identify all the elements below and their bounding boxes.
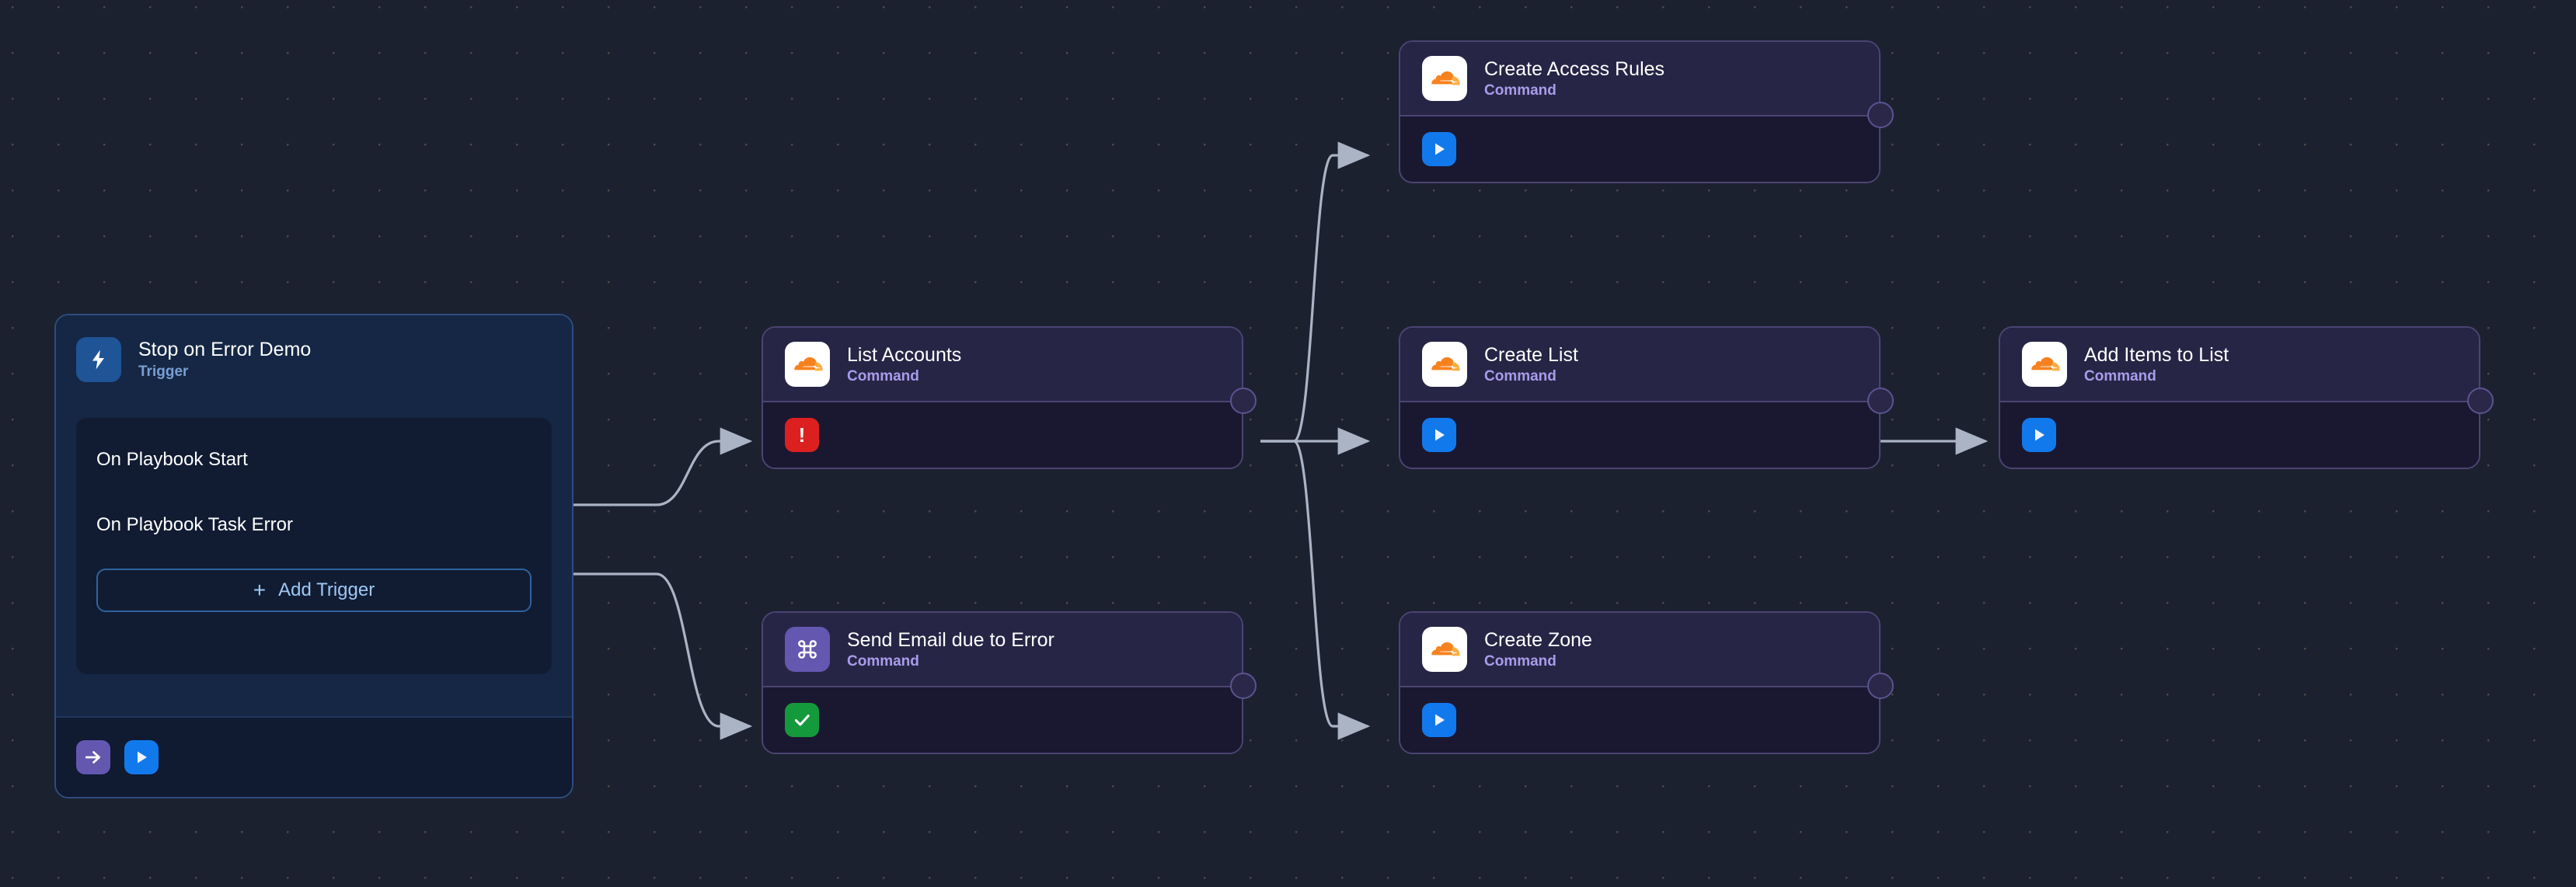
run-button-create-list[interactable] <box>1422 418 1456 452</box>
node-title: Send Email due to Error <box>847 628 1054 651</box>
node-subtitle: Command <box>1484 652 1556 670</box>
node-header: Send Email due to Error Command <box>763 613 1242 687</box>
command-node-list-accounts[interactable]: List Accounts Command ! <box>762 326 1243 469</box>
node-title: Create Access Rules <box>1484 57 1665 80</box>
trigger-node-stop-on-error-demo[interactable]: Stop on Error Demo Trigger On Playbook S… <box>54 314 573 798</box>
node-body <box>763 687 1242 753</box>
trigger-subtitle: Trigger <box>138 363 189 380</box>
command-key-icon <box>785 627 830 672</box>
run-button-create-access-rules[interactable] <box>1422 132 1456 166</box>
node-body: ! <box>763 402 1242 468</box>
command-node-send-email-due-to-error[interactable]: Send Email due to Error Command <box>762 611 1243 754</box>
output-port-list-accounts[interactable] <box>1230 388 1257 414</box>
cloudflare-icon <box>2022 342 2067 387</box>
add-trigger-label: Add Trigger <box>278 579 375 600</box>
node-subtitle: Command <box>1484 82 1556 99</box>
node-title: List Accounts <box>847 343 962 366</box>
cloudflare-icon <box>785 342 830 387</box>
exclamation-icon: ! <box>798 423 806 447</box>
node-title: Create Zone <box>1484 628 1592 651</box>
trigger-item-on-playbook-start[interactable]: On Playbook Start <box>96 449 248 470</box>
error-badge-list-accounts[interactable]: ! <box>785 418 819 452</box>
trigger-item-on-playbook-task-error[interactable]: On Playbook Task Error <box>96 514 293 535</box>
output-port-send-email-due-to-error[interactable] <box>1230 673 1257 699</box>
node-title: Add Items to List <box>2084 343 2229 366</box>
node-subtitle: Command <box>847 367 919 384</box>
output-port-add-items-to-list[interactable] <box>2467 388 2494 414</box>
node-header: Add Items to List Command <box>2000 328 2479 402</box>
node-subtitle: Command <box>1484 367 1556 384</box>
node-header: Create Access Rules Command <box>1400 42 1879 117</box>
node-body <box>1400 402 1879 468</box>
plus-icon: + <box>253 578 267 602</box>
output-port-create-list[interactable] <box>1867 388 1894 414</box>
trigger-footer <box>56 716 572 797</box>
run-button-create-zone[interactable] <box>1422 703 1456 737</box>
cloudflare-icon <box>1422 342 1467 387</box>
node-header: List Accounts Command <box>763 328 1242 402</box>
add-trigger-button[interactable]: + Add Trigger <box>96 569 532 612</box>
node-subtitle: Command <box>2084 367 2156 384</box>
command-node-add-items-to-list[interactable]: Add Items to List Command <box>1999 326 2480 469</box>
node-subtitle: Command <box>847 652 919 670</box>
node-header: Create List Command <box>1400 328 1879 402</box>
success-badge-send-email[interactable] <box>785 703 819 737</box>
command-node-create-list[interactable]: Create List Command <box>1399 326 1881 469</box>
command-node-create-zone[interactable]: Create Zone Command <box>1399 611 1881 754</box>
node-header: Create Zone Command <box>1400 613 1879 687</box>
node-body <box>1400 117 1879 182</box>
go-to-button[interactable] <box>76 740 110 774</box>
node-body <box>1400 687 1879 753</box>
trigger-title-row: Stop on Error Demo Trigger <box>76 337 552 382</box>
trigger-list-panel: On Playbook Start On Playbook Task Error… <box>76 418 552 674</box>
run-button-add-items-to-list[interactable] <box>2022 418 2056 452</box>
run-button-trigger[interactable] <box>124 740 159 774</box>
trigger-title: Stop on Error Demo <box>138 339 312 360</box>
lightning-bolt-icon <box>76 337 121 382</box>
trigger-header: Stop on Error Demo Trigger On Playbook S… <box>56 315 572 716</box>
cloudflare-icon <box>1422 56 1467 101</box>
node-body <box>2000 402 2479 468</box>
output-port-create-access-rules[interactable] <box>1867 102 1894 128</box>
node-title: Create List <box>1484 343 1578 366</box>
command-node-create-access-rules[interactable]: Create Access Rules Command <box>1399 40 1881 183</box>
cloudflare-icon <box>1422 627 1467 672</box>
output-port-create-zone[interactable] <box>1867 673 1894 699</box>
